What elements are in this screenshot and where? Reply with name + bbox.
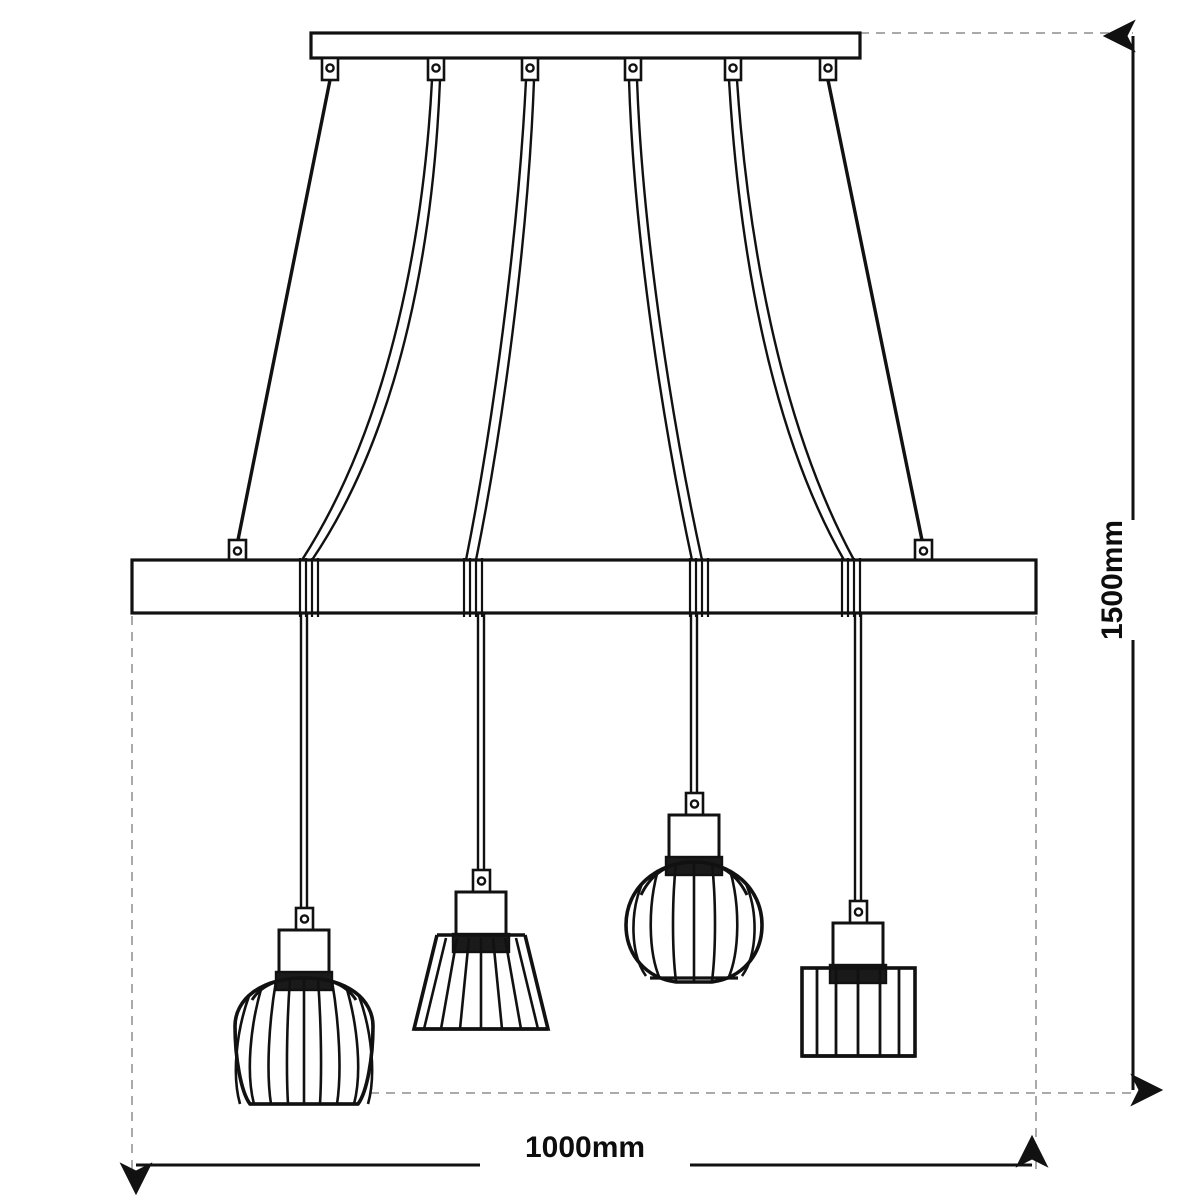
socket-hole-icon (853, 907, 864, 917)
anchor-hole-icon (728, 63, 738, 73)
height-dimension: 1500mm (1096, 19, 1164, 1107)
ceiling-plate-group (309, 31, 862, 82)
anchor-hole-icon (918, 546, 929, 556)
pendant-3-shade (624, 860, 764, 984)
anchor-hole-icon (431, 63, 441, 73)
power-cable-3-edge-a (464, 79, 528, 561)
ceiling-anchors (320, 56, 838, 82)
ceiling-anchor-1 (320, 56, 340, 82)
pendant-1-shade (233, 976, 375, 1106)
anchor-hole-icon (823, 63, 833, 73)
drop-cord-1 (299, 613, 309, 915)
drop-cord-3 (689, 613, 699, 800)
ceiling-anchor-4 (623, 56, 643, 82)
pendant-2 (411, 868, 551, 1031)
power-cable-4-edge-b (635, 79, 704, 561)
ceiling-plate (309, 31, 862, 60)
drop-cord-4 (853, 613, 863, 908)
anchor-hole-icon (325, 63, 335, 73)
crossbar-group (130, 558, 1038, 617)
height-dim-label: 1500mm (1096, 520, 1129, 640)
width-dim-label: 1000mm (525, 1131, 645, 1164)
power-cable-5-edge-a (727, 79, 846, 561)
ceiling-anchor-6 (818, 56, 838, 82)
cable-wrap-3 (688, 558, 710, 617)
shade-ribs (632, 862, 756, 982)
anchor-hole-icon (232, 546, 243, 556)
power-cable-5-edge-b (735, 79, 856, 561)
power-cable-3-edge-b (474, 79, 536, 561)
cable-wrap-2 (462, 558, 484, 617)
anchor-hole-icon (525, 63, 535, 73)
drop-cords (299, 613, 863, 915)
shade-ribs (234, 978, 374, 1105)
pendant-4-shade (800, 966, 917, 1058)
crossbar-cable-wraps (298, 558, 862, 617)
socket-hole-icon (689, 799, 700, 809)
support-wire-left (235, 79, 332, 546)
pendant-4 (800, 899, 917, 1058)
shade-top-rim (250, 976, 358, 1001)
shade-ribs (422, 937, 540, 1030)
cable-wrap-1 (298, 558, 320, 617)
guide-lines (131, 32, 1133, 1170)
cable-wrap-4 (840, 558, 862, 617)
anchor-hole-icon (628, 63, 638, 73)
pendant-2-shade (411, 933, 551, 1031)
ceiling-anchor-5 (723, 56, 743, 82)
ceiling-anchor-3 (520, 56, 540, 82)
power-cable-2-edge-b (311, 79, 442, 561)
support-wire-right (826, 79, 925, 546)
drop-cord-2 (476, 613, 486, 877)
socket-hole-icon (299, 914, 310, 924)
pendant-3 (624, 791, 764, 984)
power-cable-2-edge-a (300, 79, 434, 561)
socket-hole-icon (476, 876, 487, 886)
shade-ribs (815, 968, 901, 1056)
shade-top-rim (639, 860, 749, 896)
width-dimension: 1000mm (119, 1131, 1049, 1196)
power-cable-4-edge-a (627, 79, 694, 561)
crossbar (130, 558, 1038, 615)
pendant-1 (233, 906, 375, 1106)
ceiling-anchor-2 (426, 56, 446, 82)
suspension-cables (235, 79, 925, 561)
